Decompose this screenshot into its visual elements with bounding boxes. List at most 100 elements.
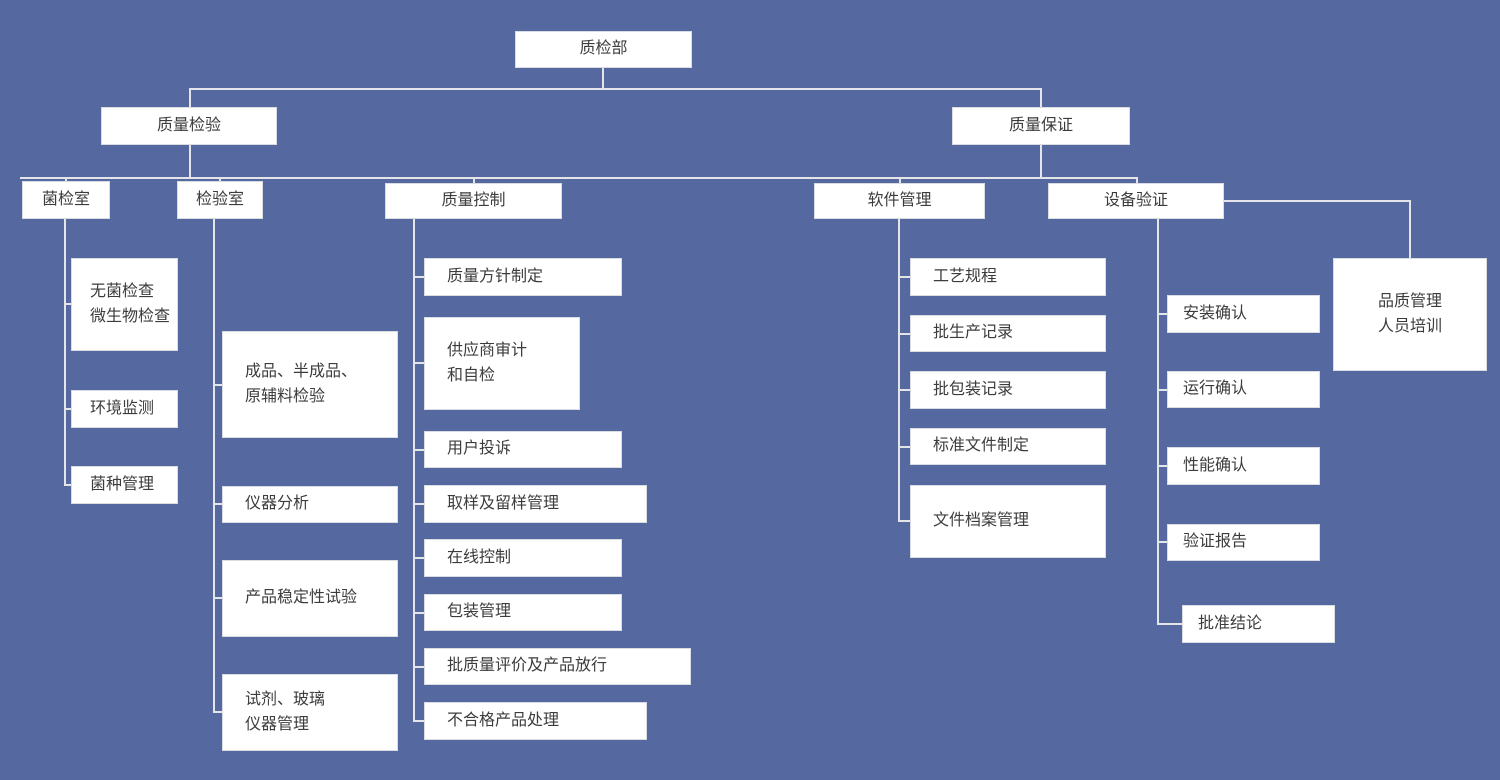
node-label: 设备验证 — [1103, 191, 1168, 209]
node-reagent-glassware: 试剂、玻璃 仪器管理 — [222, 674, 398, 751]
connector — [189, 145, 191, 178]
node-testing-lab: 检验室 — [177, 181, 263, 219]
connector — [20, 177, 1138, 179]
connector — [413, 449, 425, 451]
connector — [473, 177, 475, 185]
connector — [898, 520, 911, 522]
node-label: 成品、半成品、 原辅料检验 — [245, 362, 358, 405]
node-label: 安装确认 — [1183, 304, 1248, 322]
connector — [898, 389, 911, 391]
node-label: 运行确认 — [1183, 380, 1248, 398]
node-label: 标准文件制定 — [933, 437, 1030, 455]
connector — [64, 408, 72, 410]
node-performance-qualification: 性能确认 — [1167, 447, 1320, 485]
node-label: 菌检室 — [41, 190, 90, 208]
node-label: 用户投诉 — [447, 440, 512, 458]
connector — [898, 446, 911, 448]
node-sampling-management: 取样及留样管理 — [424, 485, 647, 523]
connector — [64, 484, 72, 486]
connector — [898, 276, 911, 278]
node-sterility-check: 无菌检查 微生物检查 — [71, 258, 178, 351]
node-process-regulations: 工艺规程 — [910, 258, 1106, 296]
connector — [1409, 200, 1411, 258]
node-operation-qualification: 运行确认 — [1167, 371, 1320, 408]
node-software-management: 软件管理 — [814, 183, 985, 219]
node-label: 试剂、玻璃 仪器管理 — [245, 690, 326, 733]
node-quality-inspection: 质量检验 — [101, 107, 277, 145]
connector — [413, 503, 425, 505]
node-standard-docs: 标准文件制定 — [910, 428, 1106, 465]
node-packaging-management: 包装管理 — [424, 594, 622, 631]
node-label: 质检部 — [579, 40, 628, 58]
node-label: 检验室 — [195, 190, 244, 208]
connector — [898, 333, 911, 335]
connector — [413, 612, 425, 614]
node-user-complaints: 用户投诉 — [424, 431, 622, 468]
node-label: 文件档案管理 — [933, 512, 1030, 530]
node-batch-packaging-records: 批包装记录 — [910, 371, 1106, 409]
node-label: 品质管理 人员培训 — [1377, 292, 1442, 335]
node-label: 批包装记录 — [933, 380, 1014, 398]
node-product-testing: 成品、半成品、 原辅料检验 — [222, 331, 398, 438]
node-label: 不合格产品处理 — [447, 711, 560, 729]
node-label: 无菌检查 微生物检查 — [90, 282, 171, 325]
node-batch-release: 批质量评价及产品放行 — [424, 648, 691, 685]
connector — [1157, 465, 1168, 467]
connector — [189, 88, 1041, 90]
connector — [1157, 389, 1168, 391]
node-instrument-analysis: 仪器分析 — [222, 486, 398, 523]
connector — [898, 219, 900, 522]
connector — [413, 666, 425, 668]
connector — [602, 68, 604, 88]
node-supplier-audit: 供应商审计 和自检 — [424, 317, 580, 410]
node-label: 质量检验 — [156, 116, 221, 134]
connector — [64, 303, 72, 305]
connector — [213, 219, 215, 713]
node-env-monitoring: 环境监测 — [71, 390, 178, 428]
connector — [413, 557, 425, 559]
node-qc-department: 质检部 — [515, 31, 692, 68]
node-validation-report: 验证报告 — [1167, 524, 1320, 561]
connector — [1040, 145, 1042, 178]
node-label: 批生产记录 — [933, 324, 1014, 342]
node-label: 批准结论 — [1198, 614, 1263, 632]
connector — [1157, 541, 1168, 543]
connector — [213, 711, 223, 713]
node-label: 菌种管理 — [90, 475, 155, 493]
connector — [1157, 313, 1168, 315]
node-batch-production-records: 批生产记录 — [910, 315, 1106, 352]
connector — [219, 177, 221, 183]
node-quality-training: 品质管理 人员培训 — [1333, 258, 1487, 371]
node-label: 取样及留样管理 — [447, 494, 560, 512]
connector — [64, 219, 66, 486]
node-document-archives: 文件档案管理 — [910, 485, 1106, 558]
connector — [413, 276, 425, 278]
node-quality-assurance: 质量保证 — [952, 107, 1130, 145]
node-label: 环境监测 — [90, 399, 155, 417]
connector — [189, 88, 191, 107]
node-label: 验证报告 — [1183, 533, 1248, 551]
node-equipment-validation: 设备验证 — [1048, 183, 1224, 219]
node-label: 在线控制 — [447, 548, 512, 566]
node-label: 软件管理 — [867, 191, 932, 209]
connector — [413, 720, 425, 722]
node-label: 包装管理 — [447, 603, 512, 621]
node-nonconforming-handling: 不合格产品处理 — [424, 702, 647, 740]
node-online-control: 在线控制 — [424, 539, 622, 577]
node-label: 质量保证 — [1008, 116, 1073, 134]
connector — [1157, 623, 1183, 625]
connector — [899, 177, 901, 185]
node-stability-test: 产品稳定性试验 — [222, 560, 398, 637]
node-label: 工艺规程 — [933, 267, 998, 285]
node-label: 批质量评价及产品放行 — [447, 657, 608, 675]
node-label: 产品稳定性试验 — [245, 589, 358, 607]
connector — [1136, 177, 1138, 185]
connector — [213, 597, 223, 599]
connector — [413, 219, 415, 722]
node-bacteria-lab: 菌检室 — [22, 181, 110, 219]
node-approval-conclusion: 批准结论 — [1182, 605, 1335, 643]
node-label: 供应商审计 和自检 — [447, 341, 528, 384]
connector — [1224, 200, 1411, 202]
node-quality-control: 质量控制 — [385, 183, 562, 219]
